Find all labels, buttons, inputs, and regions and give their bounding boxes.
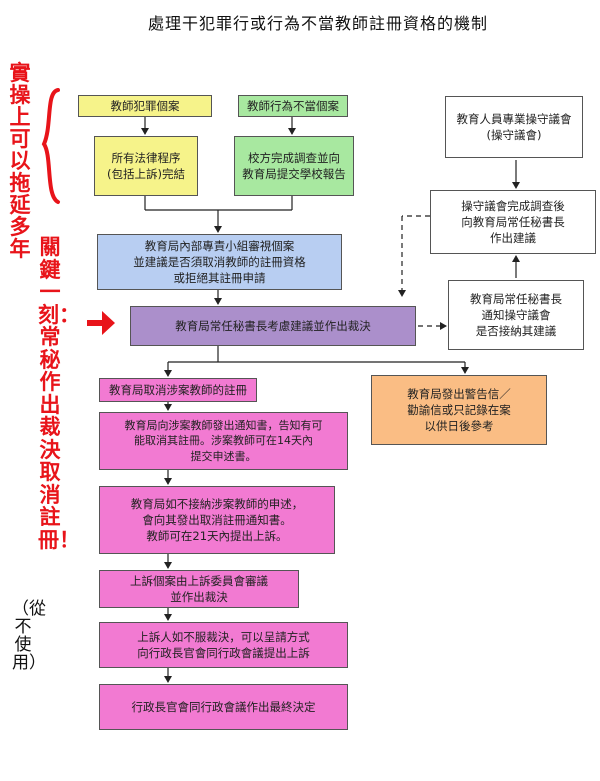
box-cancel-notice: 教育局如不接納涉案教師的申述， 會向其發出取消註冊通知書。 教師可在21天內提出… — [99, 486, 335, 554]
box-school-report: 校方完成調查並向 教育局提交學校報告 — [234, 136, 354, 196]
box-warning-letter: 教育局發出警告信／ 勸諭信或只記錄在案 以供日後參考 — [371, 375, 547, 445]
box-criminal-case: 教師犯罪個案 — [78, 95, 212, 117]
box-notice-of-intent: 教育局向涉案教師發出通知書，告知有可 能取消其註冊。涉案教師可在14天內 提交申… — [99, 412, 348, 470]
red-arrow-icon — [87, 311, 115, 335]
annotation-delay: 實操上可以拖延多年 — [9, 61, 31, 261]
box-committee-done: 操守議會完成調查後 向教育局常任秘書長 作出建議 — [430, 190, 596, 254]
box-legal-done: 所有法律程序 (包括上訴)完結 — [94, 136, 198, 196]
annotation-never-used: （從不使用） — [12, 599, 46, 673]
box-panel-review: 教育局內部專責小組審視個案 並建議是否須取消教師的註冊資格 或拒絕其註冊申請 — [97, 234, 342, 290]
red-brace-icon — [41, 88, 60, 204]
box-appeal-board: 上訴個案由上訴委員會審議 並作出裁決 — [99, 570, 299, 608]
box-cancel-registration: 教育局取消涉案教師的註冊 — [99, 378, 257, 402]
annotation-key-moment: 關鍵一刻：常秘作出裁決取消註冊！ — [38, 235, 80, 552]
box-ce-final: 行政長官會同行政會議作出最終決定 — [99, 684, 348, 730]
box-misconduct-case: 教師行為不當個案 — [238, 95, 348, 117]
box-ce-appeal: 上訴人如不服裁決，可以呈請方式 向行政長官會同行政會議提出上訴 — [99, 622, 348, 668]
box-ps-notify: 教育局常任秘書長 通知操守議會 是否接納其建議 — [448, 280, 584, 350]
box-ps-decide: 教育局常任秘書長考慮建議並作出裁決 — [130, 306, 416, 346]
box-committee: 教育人員專業操守議會 (操守議會) — [445, 96, 583, 158]
page-title: 處理干犯罪行或行為不當教師註冊資格的機制 — [148, 14, 489, 33]
